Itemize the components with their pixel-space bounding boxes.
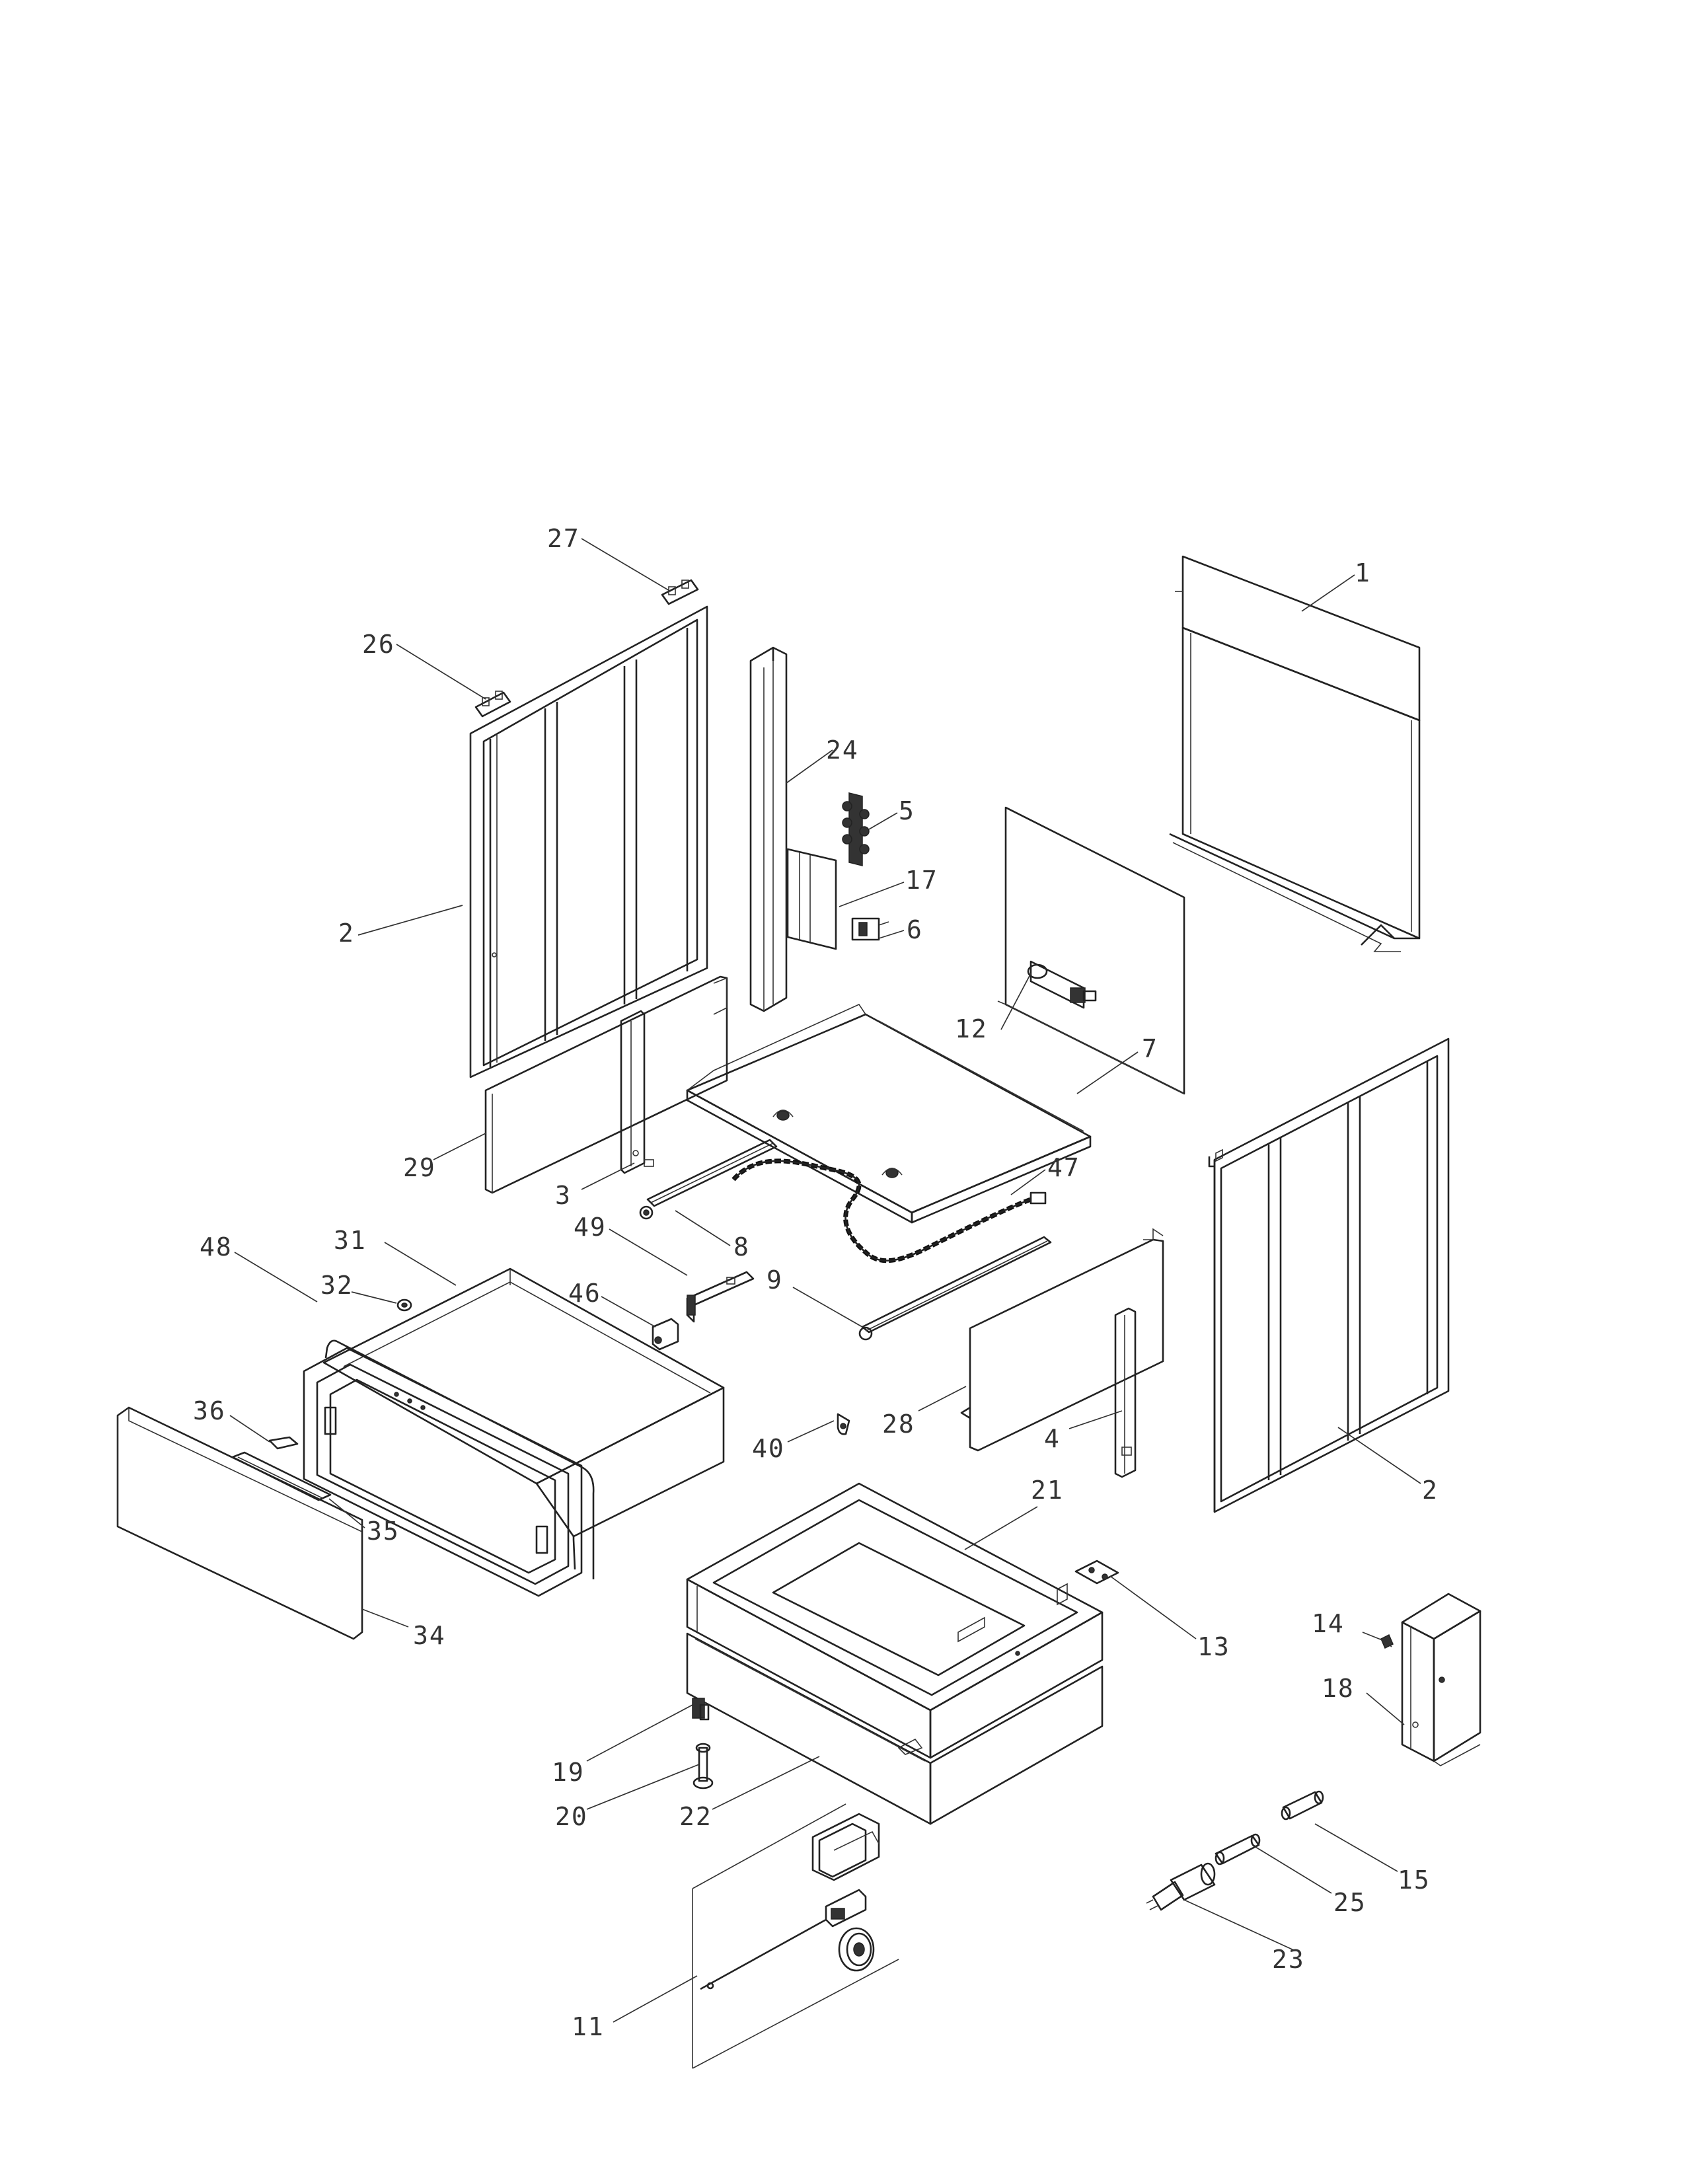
part-13-bracket: [1074, 1560, 1119, 1585]
part-36-handle-bracket: [268, 1436, 299, 1450]
part-18-box-cover: [1401, 1593, 1481, 1766]
part-29-panel: [484, 975, 728, 1194]
part-20-leg: [693, 1743, 714, 1789]
callout-29: 29: [403, 1153, 436, 1182]
callout-5: 5: [899, 796, 915, 825]
part-5-terminal-block: [842, 792, 870, 866]
part-19-clip: [692, 1698, 710, 1721]
callout-27: 27: [547, 524, 580, 553]
part-25-fuse: [1215, 1833, 1261, 1865]
part-12-lamp-holder: [1027, 960, 1097, 1009]
callout-1: 1: [1355, 558, 1371, 587]
callout-labels: 1 2 2 3 4 5 6 7 8 9 11 12 13 14 15 17 18…: [193, 524, 1439, 2041]
callout-22: 22: [679, 1802, 712, 1831]
callout-4: 4: [1044, 1424, 1061, 1453]
callout-6: 6: [907, 915, 923, 944]
callout-18: 18: [1322, 1674, 1355, 1703]
callout-12: 12: [955, 1014, 988, 1043]
callout-31: 31: [334, 1226, 367, 1255]
part-24-channel: [749, 646, 788, 1012]
leader-lines: [229, 538, 1421, 2023]
part-31-drawer-box: [322, 1267, 725, 1570]
callout-49: 49: [574, 1213, 607, 1242]
part-47-heating-element: [731, 1158, 1047, 1263]
part-35-handle: [231, 1451, 332, 1501]
part-27-clip: [661, 579, 699, 605]
callout-40: 40: [752, 1434, 785, 1463]
callout-19: 19: [552, 1758, 585, 1787]
callout-28: 28: [882, 1410, 915, 1439]
callout-36: 36: [193, 1396, 226, 1425]
callout-14: 14: [1312, 1609, 1345, 1638]
callout-47: 47: [1047, 1153, 1080, 1182]
callout-35: 35: [367, 1517, 400, 1546]
callout-34: 34: [413, 1621, 446, 1650]
callout-11: 11: [572, 2012, 605, 2041]
callout-2-left: 2: [338, 919, 355, 948]
callout-26: 26: [362, 630, 395, 659]
part-11-assembly: [692, 1803, 899, 2069]
callout-17: 17: [905, 866, 938, 895]
part-48-drawer-frame: [303, 1339, 595, 1597]
callout-25: 25: [1333, 1888, 1367, 1917]
callout-2-right: 2: [1422, 1476, 1439, 1505]
callout-7: 7: [1142, 1034, 1158, 1063]
part-8-rail: [639, 1139, 778, 1220]
part-4-rail: [1114, 1307, 1137, 1478]
part-15-fuse: [1281, 1790, 1324, 1821]
part-7-floor-plate: [686, 1003, 1092, 1224]
callout-20: 20: [555, 1802, 588, 1831]
part-21-base-frame: [686, 1482, 1104, 1759]
part-left-side-panel: [469, 605, 708, 1078]
callout-3: 3: [555, 1181, 572, 1210]
part-9-rail: [858, 1236, 1052, 1341]
callout-32: 32: [320, 1271, 354, 1300]
part-34-drawer-panel: [116, 1406, 363, 1640]
callout-8: 8: [733, 1232, 750, 1261]
part-40-fastener: [837, 1413, 850, 1435]
callout-13: 13: [1197, 1632, 1230, 1661]
part-49-bracket: [686, 1271, 755, 1323]
part-3-rail: [620, 1010, 654, 1174]
callout-21: 21: [1031, 1476, 1064, 1505]
part-right-side-panel: [1208, 1037, 1450, 1513]
callout-9: 9: [767, 1265, 783, 1295]
part-22-base-skirt: [686, 1632, 1104, 1825]
callout-23: 23: [1272, 1945, 1305, 1974]
part-23-igniter: [1146, 1862, 1216, 1911]
part-rear-panel: [1169, 555, 1421, 952]
callout-48: 48: [200, 1232, 233, 1261]
part-14-screw: [1380, 1634, 1394, 1649]
callout-46: 46: [568, 1279, 601, 1308]
part-46-bracket: [652, 1318, 679, 1351]
part-28-panel: [960, 1228, 1164, 1452]
callout-24: 24: [826, 735, 859, 765]
callout-15: 15: [1398, 1865, 1431, 1895]
part-26-clip: [474, 691, 511, 718]
part-32-nut: [396, 1299, 412, 1312]
part-17-bracket: [786, 848, 837, 950]
part-6-switch: [851, 917, 889, 941]
part-rear-plate: [997, 806, 1185, 1095]
